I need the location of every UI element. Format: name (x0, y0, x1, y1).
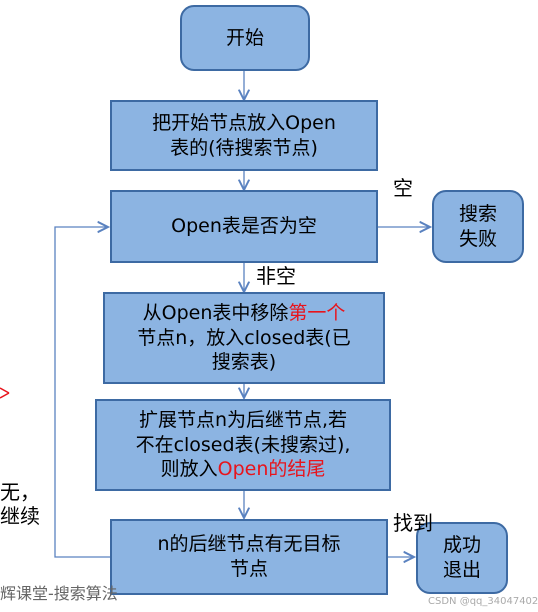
edge-label-none-line-2: 继续 (0, 504, 40, 528)
footer-left-text: 辉课堂-搜索算法 (0, 584, 118, 603)
node-start: 开始 (180, 5, 310, 71)
red-arrow-fragment (0, 387, 10, 399)
edge-label-not-empty: 非空 (256, 264, 296, 288)
node-open-empty: Open表是否为空 (110, 190, 378, 263)
node-search-fail-line-2: 失败 (458, 227, 497, 250)
watermark: CSDN @qq_34047402 (428, 596, 538, 607)
node-expand-line-1: 扩展节点n为后继节点,若 (138, 408, 348, 431)
node-remove-first: 从Open表中移除第一个 节点n，放入closed表(已 搜索表) (103, 292, 385, 384)
node-search-fail-line-1: 搜索 (458, 202, 497, 225)
edge-label-none-line-1: 无， (0, 480, 40, 504)
node-open-empty-label: Open表是否为空 (171, 215, 317, 238)
node-put-start: 把开始节点放入Open 表的(待搜索节点) (110, 100, 378, 171)
node-success-line-2: 退出 (442, 559, 481, 581)
node-goal-line-1: n的后继节点有无目标 (157, 533, 341, 556)
node-expand-line-3: 则放入 (160, 458, 218, 481)
edge-label-none: 无， 继续 (0, 480, 40, 528)
node-expand: 扩展节点n为后继节点,若 不在closed表(未搜索过), 则放入Open的结尾 (95, 399, 391, 491)
node-start-label: 开始 (225, 26, 264, 49)
node-remove-line-2: 节点n，放入closed表(已 (137, 326, 351, 349)
node-remove-line-1: 从Open表中移除 (142, 301, 289, 324)
node-success-line-1: 成功 (442, 534, 481, 557)
edge-label-empty: 空 (393, 176, 413, 200)
node-put-start-line-1: 把开始节点放入Open (152, 111, 336, 134)
node-success: 成功 退出 (416, 522, 508, 594)
node-expand-line-2: 不在closed表(未搜索过), (135, 433, 351, 456)
node-goal-line-2: 节点 (229, 558, 268, 580)
arrow-goal-loop-back (54, 227, 110, 558)
node-expand-highlight: Open的结尾 (217, 458, 326, 481)
node-search-fail: 搜索 失败 (432, 190, 524, 263)
node-remove-line-3: 搜索表) (211, 351, 277, 374)
edge-label-found: 找到 (393, 511, 433, 535)
node-put-start-line-2: 表的(待搜索节点) (170, 136, 318, 159)
node-goal-check: n的后继节点有无目标 节点 (110, 519, 388, 595)
node-remove-highlight: 第一个 (288, 301, 346, 324)
